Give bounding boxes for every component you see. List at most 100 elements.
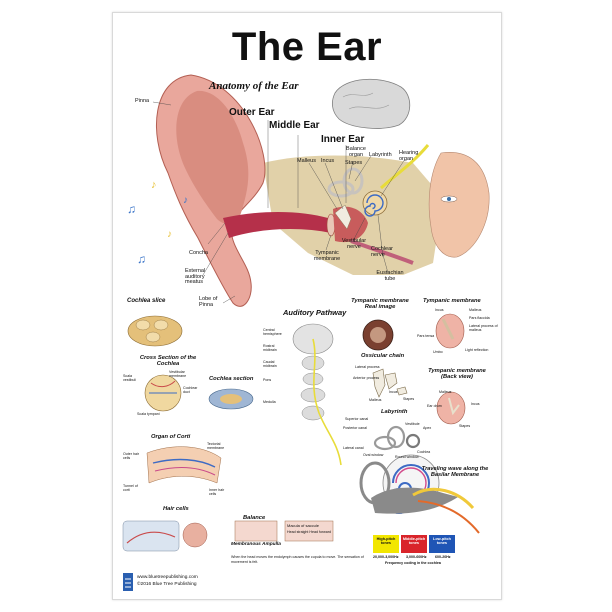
section-labyrinth: Labyrinth xyxy=(381,409,408,415)
label-lobe-of-pinna: Lobe of Pinna xyxy=(199,296,218,308)
label-labyrinth: Labyrinth xyxy=(369,152,392,158)
tone-high-pitch: High-pitch tones xyxy=(373,535,399,553)
section-membranous-ampulla: Membranous Ampulla xyxy=(231,542,281,547)
ossicle-label-lateral-process: Lateral process xyxy=(355,365,380,369)
auditory-nerve xyxy=(380,144,430,190)
footer-website: www.bluetreepublishing.com xyxy=(137,575,198,580)
lab-label-round-window: Round window xyxy=(395,455,419,459)
tmb-label-malleus: Malleus xyxy=(439,390,452,394)
ossicular-chain-figure xyxy=(372,368,408,398)
section-balance: Balance xyxy=(243,515,266,521)
tmb-label-incus: Incus xyxy=(471,402,480,406)
tone-range-high: 20,000-3,000Hz xyxy=(373,555,399,559)
cochlea-slice-figure xyxy=(127,315,183,347)
cochlea-spiral xyxy=(364,194,384,217)
tone-low-pitch: Low-pitch tones xyxy=(429,535,455,553)
ear-poster: ♫ ♪ ♫ ♪ ♪ xyxy=(112,12,502,600)
label-middle-ear: Middle Ear xyxy=(269,120,320,131)
corti-label-tectorial: Tectorial membrane xyxy=(207,442,225,450)
macula-caption: Head straight Head forward xyxy=(287,530,331,534)
traveling-wave-figure xyxy=(371,487,480,534)
balance-note: When the head moves the endolymph causes… xyxy=(231,555,364,564)
label-inner-ear: Inner Ear xyxy=(321,134,365,145)
section-auditory-pathway: Auditory Pathway xyxy=(283,308,347,317)
tmb-label-stapes: Stapes xyxy=(459,424,471,428)
section-ossicular-chain: Ossicular chain xyxy=(361,353,405,359)
pathway-label-rostral: Rostral midbrain xyxy=(263,344,277,352)
hair-cells-figure xyxy=(122,520,208,552)
tm-label-umbo: Umbo xyxy=(433,350,443,354)
lab-label-lateral-canal: Lateral canal xyxy=(343,446,364,450)
label-stapes: Stapes xyxy=(345,160,363,166)
tm-label-incus: Incus xyxy=(435,308,444,312)
corti-label-inner-hair: Inner hair cells xyxy=(209,488,225,496)
brain-shape xyxy=(331,78,411,129)
ossicles-shape xyxy=(334,204,352,230)
label-external-meatus: External auditory meatus xyxy=(185,268,206,285)
section-macula: Macula of saccule xyxy=(287,523,320,528)
cochlea-section-figure xyxy=(208,388,254,410)
section-traveling-wave: Traveling wave along the Basilar Membran… xyxy=(421,466,489,478)
tympanic-membrane-figure xyxy=(435,313,465,349)
section-cross-section: Cross Section of the Cochlea xyxy=(139,355,197,367)
ossicle-label-malleus: Malleus xyxy=(369,398,382,402)
section-tympanic-back: Tympanic membrane (Back view) xyxy=(428,368,486,380)
tone-middle-pitch: Middle-pitch tones xyxy=(401,535,427,553)
cross-label-scala-tympani: Scala tympani xyxy=(137,412,160,416)
face-shape xyxy=(428,152,490,258)
cross-label-scala-vestibuli: Scala vestibuli xyxy=(123,374,136,382)
svg-text:♪: ♪ xyxy=(183,195,188,206)
lab-label-cochlea: Cochlea xyxy=(417,450,431,454)
lab-label-posterior-canal: Posterior canal xyxy=(343,426,367,430)
lab-label-oval-window: Oval window xyxy=(363,453,384,457)
label-balance-organ: Balance organ xyxy=(346,146,366,158)
pathway-label-central: Central hemisphere xyxy=(263,328,282,336)
lab-label-apex: Apex xyxy=(423,426,432,430)
label-eustachian-tube: Eustachian tube xyxy=(376,270,404,282)
label-outer-ear: Outer Ear xyxy=(229,107,275,118)
labyrinth-figure xyxy=(373,425,421,451)
publisher-logo xyxy=(123,573,133,591)
eustachian-tube-shape xyxy=(350,239,414,265)
section-cochlea-section: Cochlea section xyxy=(209,376,254,382)
svg-text:♫: ♫ xyxy=(137,252,146,266)
corti-label-tunnel: Tunnel of corti xyxy=(123,484,138,492)
section-cochlea-slice: Cochlea slice xyxy=(127,298,166,304)
label-tympanic-membrane: Tympanic membrane xyxy=(313,250,341,262)
tm-label-lateral-process: Lateral process of malleus xyxy=(469,324,498,332)
organ-of-corti-figure xyxy=(146,446,222,484)
tmb-label-ear-drum: Ear drum xyxy=(427,404,442,408)
footer-copyright: ©2016 Blue Tree Publishing xyxy=(137,582,197,587)
tm-label-malleus: Malleus xyxy=(469,308,482,312)
svg-text:♪: ♪ xyxy=(167,229,172,240)
pathway-label-medulla: Medulla xyxy=(263,400,276,404)
poster-subtitle: Anatomy of the Ear xyxy=(209,80,299,92)
label-concha: Concha xyxy=(189,250,208,256)
ampulla-figure xyxy=(234,520,278,542)
frequency-caption: Frequency coding in the cochlea xyxy=(385,561,441,565)
pathway-label-pons: Pons xyxy=(263,378,272,382)
ear-illustration: ♫ ♪ ♫ ♪ ♪ xyxy=(122,74,490,591)
section-tympanic-real: Tympanic membrane Real image xyxy=(351,298,409,310)
ear-canal-shape xyxy=(223,211,331,238)
label-vestibular-nerve: Vestibular nerve xyxy=(341,238,367,250)
label-pinna: Pinna xyxy=(135,98,150,104)
tm-label-pars-tensa: Pars tensa xyxy=(417,334,435,338)
macula-figure xyxy=(284,520,334,542)
ossicle-label-stapes: Stapes xyxy=(403,397,415,401)
cross-label-vestibular-membrane: Vestibular membrane xyxy=(169,370,187,378)
cross-section-figure xyxy=(144,374,182,412)
tm-label-light-reflection: Light reflection xyxy=(465,348,489,352)
label-cochlear-nerve: Cochlear nerve xyxy=(371,246,394,258)
lab-label-superior-canal: Superior canal xyxy=(345,417,369,421)
tone-range-middle: 3,000-600Hz xyxy=(406,555,427,559)
section-organ-of-corti: Organ of Corti xyxy=(151,434,191,440)
lab-label-vestibule: Vestibule xyxy=(405,422,420,426)
tm-label-pars-flaccida: Pars flaccida xyxy=(469,316,490,320)
label-malleus: Malleus xyxy=(297,158,316,164)
semicircular-canals xyxy=(327,167,364,198)
ossicle-label-incus: Incus xyxy=(389,390,398,394)
tympanic-back-figure xyxy=(436,391,466,425)
poster-title: The Ear xyxy=(231,25,383,69)
label-hearing-organ: Hearing organ xyxy=(399,150,419,162)
